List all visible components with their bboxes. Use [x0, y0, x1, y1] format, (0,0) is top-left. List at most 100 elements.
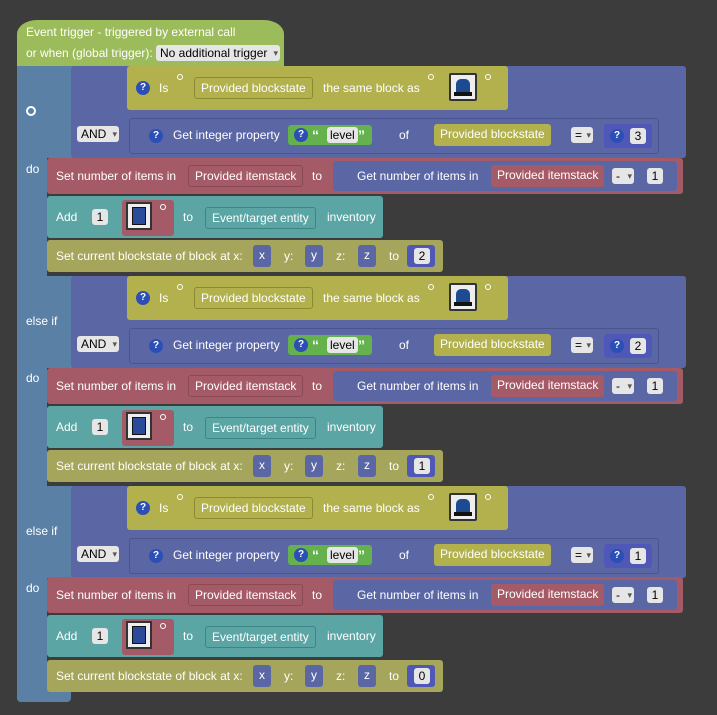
equals-block[interactable]: ? Get integer property ? “ level ” of Pr… [129, 328, 659, 364]
minus-operator[interactable]: - [612, 168, 634, 184]
x-slot[interactable]: x [253, 665, 271, 687]
z-slot[interactable]: z [358, 245, 376, 267]
set-blockstate-block[interactable]: Set current blockstate of block at x: x … [47, 240, 443, 272]
add-count[interactable]: 1 [92, 628, 108, 644]
event-trigger-block[interactable]: Event trigger - triggered by external ca… [17, 20, 284, 68]
subtract-value[interactable]: 1 [647, 378, 663, 394]
or-when-label: or when (global trigger): [26, 46, 153, 60]
z-label: z: [336, 459, 346, 473]
block-image-icon[interactable] [449, 283, 477, 311]
compare-operator[interactable]: = [571, 547, 593, 563]
to-label: to [312, 379, 323, 393]
item-image-icon[interactable] [126, 202, 152, 230]
provided-blockstate-slot[interactable]: Provided blockstate [434, 124, 551, 146]
string-block[interactable]: ? “ level ” [288, 545, 372, 565]
minus-block[interactable]: Get number of items in Provided itemstac… [333, 371, 677, 401]
compare-operator[interactable]: = [571, 337, 593, 353]
set-items-block[interactable]: Set number of items in Provided itemstac… [47, 158, 683, 194]
provided-blockstate-slot[interactable]: Provided blockstate [434, 544, 551, 566]
number-block[interactable]: ? 2 [604, 334, 652, 358]
minus-block[interactable]: Get number of items in Provided itemstac… [333, 161, 677, 191]
provided-itemstack-slot[interactable]: Provided itemstack [188, 165, 304, 187]
z-slot[interactable]: z [358, 665, 376, 687]
equals-block[interactable]: ? Get integer property ? “ level ” of Pr… [129, 538, 659, 574]
string-block[interactable]: ? “ level ” [288, 125, 372, 145]
provided-itemstack-slot[interactable]: Provided itemstack [491, 584, 605, 606]
set-blockstate-label: Set current blockstate of block at x: [56, 249, 243, 263]
and-dropdown[interactable]: AND [77, 126, 119, 142]
y-slot[interactable]: y [305, 455, 323, 477]
question-icon[interactable]: ? [294, 338, 308, 352]
set-blockstate-block[interactable]: Set current blockstate of block at x: x … [47, 660, 443, 692]
provided-itemstack-slot[interactable]: Provided itemstack [188, 375, 304, 397]
item-image-icon[interactable] [126, 412, 152, 440]
question-icon[interactable]: ? [294, 548, 308, 562]
add-count[interactable]: 1 [92, 419, 108, 435]
question-icon[interactable]: ? [136, 291, 150, 305]
add-item-block[interactable]: Add 1 to Event/target entity inventory [47, 615, 383, 657]
question-icon[interactable]: ? [149, 339, 163, 353]
question-icon[interactable]: ? [294, 128, 308, 142]
number-block[interactable]: ? 1 [604, 544, 652, 568]
gear-icon[interactable] [26, 106, 36, 116]
compare-value[interactable]: 1 [630, 548, 646, 564]
if-block-spine[interactable] [17, 66, 47, 702]
number-block[interactable]: ? 3 [604, 124, 652, 148]
question-icon[interactable]: ? [610, 129, 624, 143]
string-block[interactable]: ? “ level ” [288, 335, 372, 355]
y-slot[interactable]: y [305, 245, 323, 267]
z-slot[interactable]: z [358, 455, 376, 477]
set-items-block[interactable]: Set number of items in Provided itemstac… [47, 368, 683, 404]
is-same-block[interactable]: ? Is Provided blockstate the same block … [127, 66, 508, 110]
set-blockstate-block[interactable]: Set current blockstate of block at x: x … [47, 450, 443, 482]
and-dropdown[interactable]: AND [77, 546, 119, 562]
compare-value[interactable]: 2 [630, 338, 646, 354]
minus-block[interactable]: Get number of items in Provided itemstac… [333, 580, 677, 610]
trigger-dropdown[interactable]: No additional trigger [156, 45, 280, 61]
is-same-block[interactable]: ? Is Provided blockstate the same block … [127, 486, 508, 530]
provided-blockstate-slot[interactable]: Provided blockstate [194, 287, 313, 309]
compare-operator[interactable]: = [571, 127, 593, 143]
provided-blockstate-slot[interactable]: Provided blockstate [434, 334, 551, 356]
question-icon[interactable]: ? [610, 549, 624, 563]
question-icon[interactable]: ? [149, 129, 163, 143]
set-blockstate-label: Set current blockstate of block at x: [56, 459, 243, 473]
event-target-slot[interactable]: Event/target entity [205, 207, 316, 229]
compare-value[interactable]: 3 [630, 128, 646, 144]
event-target-slot[interactable]: Event/target entity [205, 417, 316, 439]
minus-operator[interactable]: - [612, 378, 634, 394]
subtract-value[interactable]: 1 [647, 587, 663, 603]
add-item-block[interactable]: Add 1 to Event/target entity inventory [47, 406, 383, 448]
question-icon[interactable]: ? [136, 81, 150, 95]
question-icon[interactable]: ? [149, 549, 163, 563]
x-slot[interactable]: x [253, 245, 271, 267]
level-string[interactable]: level [327, 547, 358, 563]
add-item-block[interactable]: Add 1 to Event/target entity inventory [47, 196, 383, 238]
is-same-block[interactable]: ? Is Provided blockstate the same block … [127, 276, 508, 320]
level-string[interactable]: level [327, 127, 358, 143]
question-icon[interactable]: ? [610, 339, 624, 353]
subtract-value[interactable]: 1 [647, 168, 663, 184]
block-image-icon[interactable] [449, 73, 477, 101]
x-slot[interactable]: x [253, 455, 271, 477]
target-value[interactable]: 0 [414, 668, 430, 684]
provided-blockstate-slot[interactable]: Provided blockstate [194, 77, 313, 99]
minus-operator[interactable]: - [612, 587, 634, 603]
and-dropdown[interactable]: AND [77, 336, 119, 352]
provided-blockstate-slot[interactable]: Provided blockstate [194, 497, 313, 519]
item-image-icon[interactable] [126, 621, 152, 649]
event-target-slot[interactable]: Event/target entity [205, 626, 316, 648]
provided-itemstack-slot[interactable]: Provided itemstack [491, 165, 605, 187]
y-slot[interactable]: y [305, 665, 323, 687]
question-icon[interactable]: ? [136, 501, 150, 515]
level-string[interactable]: level [327, 337, 358, 353]
provided-itemstack-slot[interactable]: Provided itemstack [188, 584, 304, 606]
target-value[interactable]: 1 [414, 458, 430, 474]
block-image-icon[interactable] [449, 493, 477, 521]
equals-block[interactable]: ? Get integer property ? “ level ” of Pr… [129, 118, 659, 154]
set-items-block[interactable]: Set number of items in Provided itemstac… [47, 577, 683, 613]
provided-itemstack-slot[interactable]: Provided itemstack [491, 375, 605, 397]
add-count[interactable]: 1 [92, 209, 108, 225]
gear-icon [160, 623, 166, 629]
target-value[interactable]: 2 [414, 248, 430, 264]
